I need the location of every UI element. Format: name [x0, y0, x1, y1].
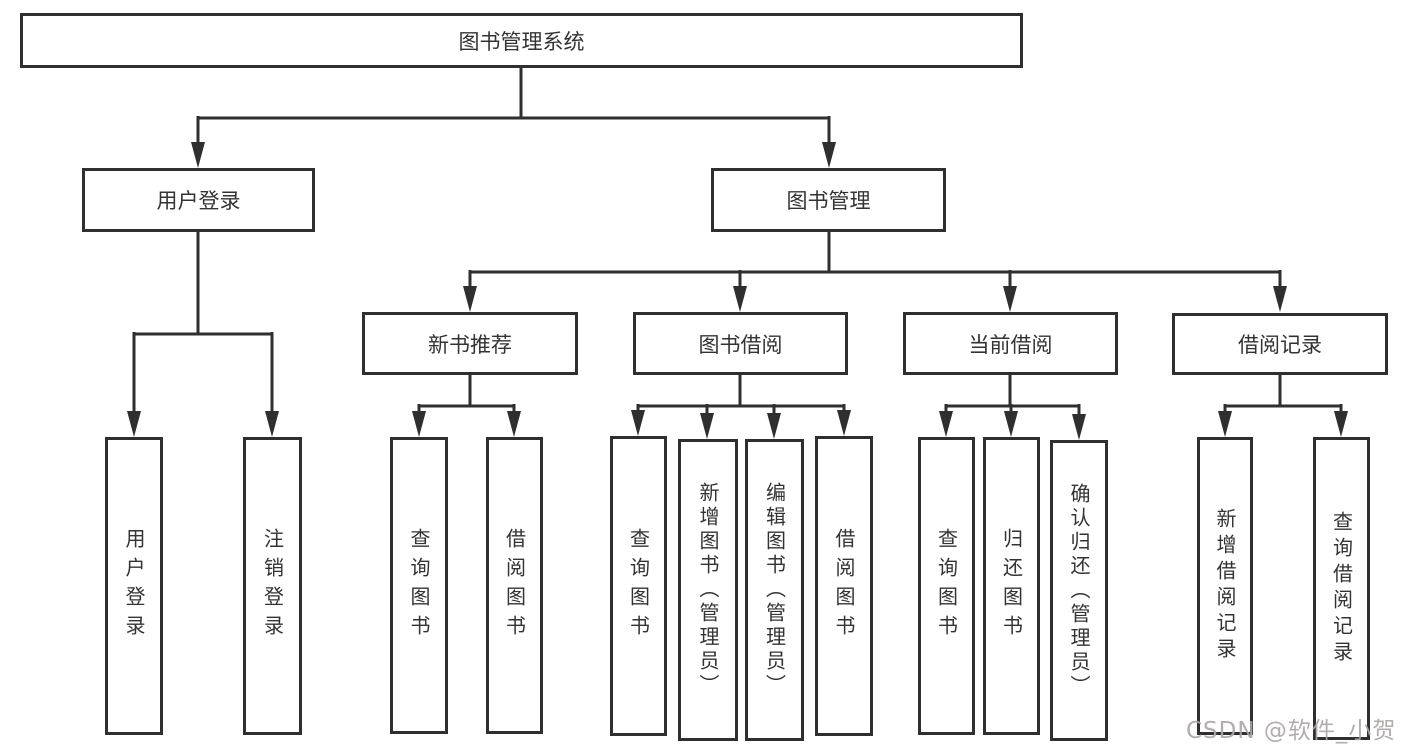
leaf-user-login: 用户登录	[105, 437, 163, 735]
leaf-borrow-add-books-admin: 新增图书（管理员）	[678, 439, 738, 741]
node-borrow-records: 借阅记录	[1172, 313, 1388, 375]
connector-current-borrow-branch	[939, 375, 1086, 440]
leaf-records-query-record: 查询借阅记录	[1313, 437, 1370, 740]
connector-book-management-branch	[463, 232, 1287, 312]
node-user-login: 用户登录	[82, 168, 315, 232]
connector-new-book-recommend-branch	[412, 375, 521, 437]
connector-book-borrow-branch	[631, 375, 851, 439]
connector-root-to-level2	[191, 68, 836, 168]
leaf-current-return-books: 归还图书	[983, 437, 1040, 735]
watermark: CSDN @软件_小贺同学	[1186, 718, 1397, 744]
leaf-borrow-borrow-books: 借阅图书	[815, 436, 873, 736]
leaf-logout: 注销登录	[243, 437, 302, 735]
node-new-book-recommend: 新书推荐	[362, 312, 578, 375]
leaf-borrow-query-books: 查询图书	[610, 436, 667, 736]
node-book-borrow: 图书借阅	[633, 312, 848, 375]
node-root: 图书管理系统	[20, 13, 1023, 68]
leaf-recommend-query-books: 查询图书	[390, 437, 448, 734]
leaf-recommend-borrow-books: 借阅图书	[486, 437, 543, 734]
node-book-management: 图书管理	[711, 168, 946, 232]
leaf-borrow-edit-books-admin: 编辑图书（管理员）	[745, 439, 804, 741]
connector-borrow-records-branch	[1218, 373, 1348, 437]
leaf-current-confirm-return-admin: 确认归还（管理员）	[1050, 440, 1108, 741]
node-current-borrow: 当前借阅	[903, 312, 1118, 375]
leaf-records-add-record: 新增借阅记录	[1197, 437, 1253, 735]
leaf-current-query-books: 查询图书	[918, 437, 975, 735]
connector-user-login-branch	[127, 232, 279, 437]
